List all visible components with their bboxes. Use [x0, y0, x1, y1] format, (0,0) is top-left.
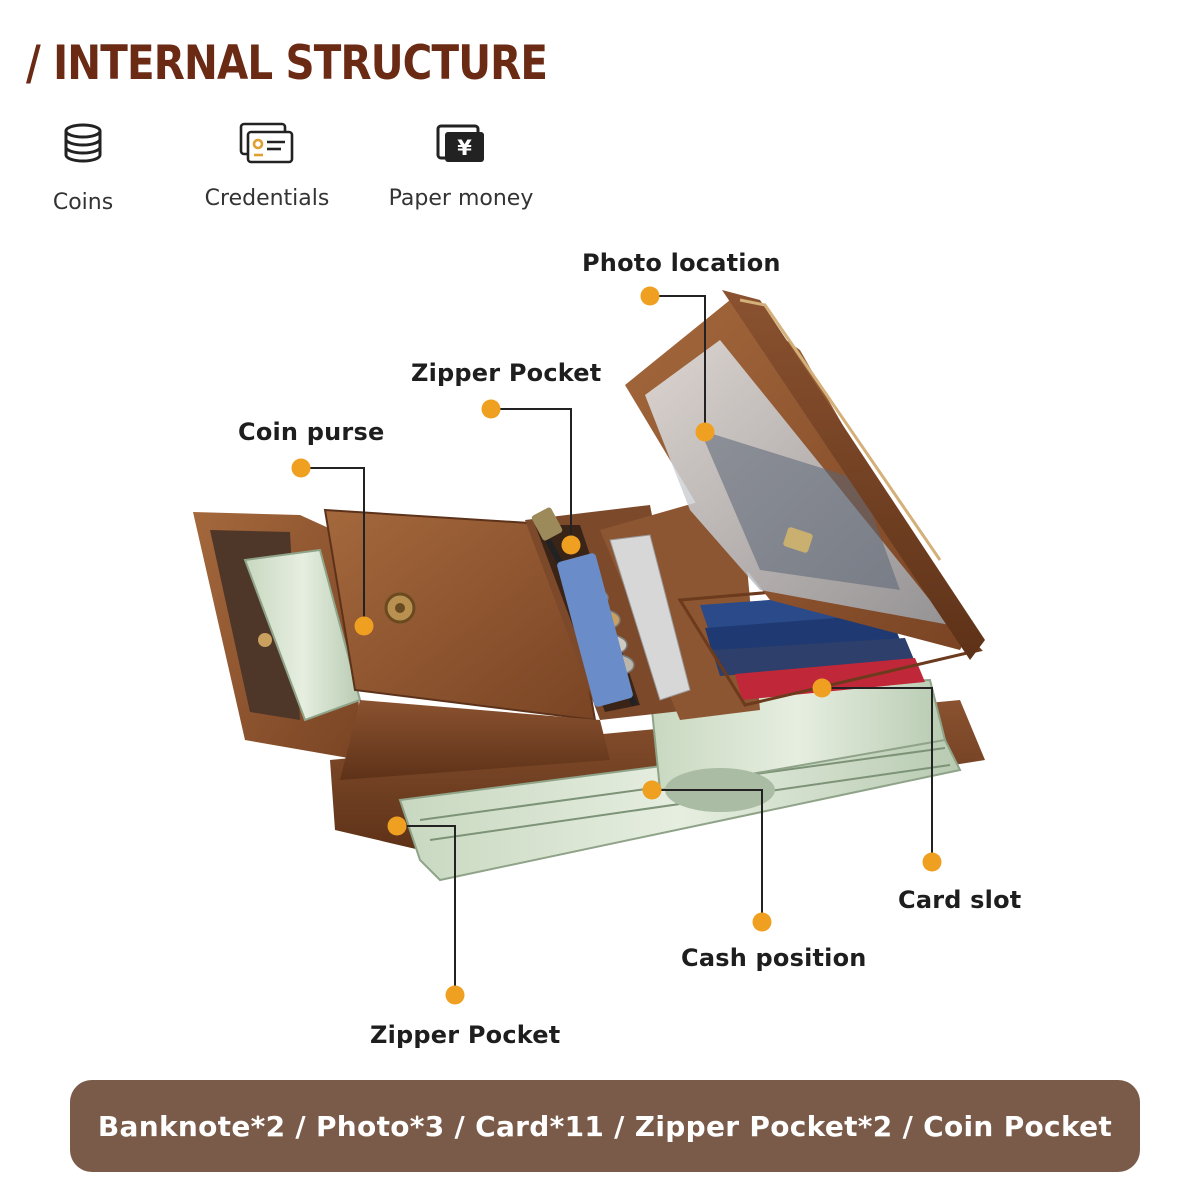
callout-dot	[354, 616, 374, 636]
feature-coins: Coins	[0, 122, 173, 215]
wallet-illustration	[193, 290, 985, 882]
summary-text: Banknote*2 / Photo*3 / Card*11 / Zipper …	[97, 1109, 1113, 1143]
feature-label: Coins	[52, 190, 114, 215]
callout-dot	[752, 912, 772, 932]
summary-bar: Banknote*2 / Photo*3 / Card*11 / Zipper …	[70, 1080, 1140, 1172]
paper-money-icon: ¥	[436, 124, 484, 162]
callout-dot	[291, 458, 311, 478]
feature-label: Paper money	[388, 186, 534, 211]
callout-dot	[640, 286, 660, 306]
coins-icon	[64, 123, 102, 163]
callout-dot	[387, 816, 407, 836]
credentials-icon	[239, 122, 294, 164]
callout-zipper-pocket-bottom: Zipper Pocket	[370, 1021, 561, 1049]
feature-paper-money: ¥ Paper money	[371, 122, 551, 211]
callout-dot	[445, 985, 465, 1005]
callout-photo-location: Photo location	[582, 249, 781, 277]
feature-label: Credentials	[204, 186, 330, 211]
callout-card-slot: Card slot	[898, 886, 1022, 914]
callout-dot	[812, 678, 832, 698]
callout-coin-purse: Coin purse	[238, 418, 385, 446]
callout-dot	[481, 399, 501, 419]
callout-zipper-pocket-top: Zipper Pocket	[411, 359, 602, 387]
callout-dot	[922, 852, 942, 872]
feature-credentials: Credentials	[177, 122, 357, 211]
page-title: / INTERNAL STRUCTURE	[26, 36, 548, 91]
svg-text:¥: ¥	[457, 136, 472, 160]
callout-dot	[642, 780, 662, 800]
callout-dot	[695, 422, 715, 442]
callout-dot	[561, 535, 581, 555]
callout-cash-position: Cash position	[681, 944, 867, 972]
